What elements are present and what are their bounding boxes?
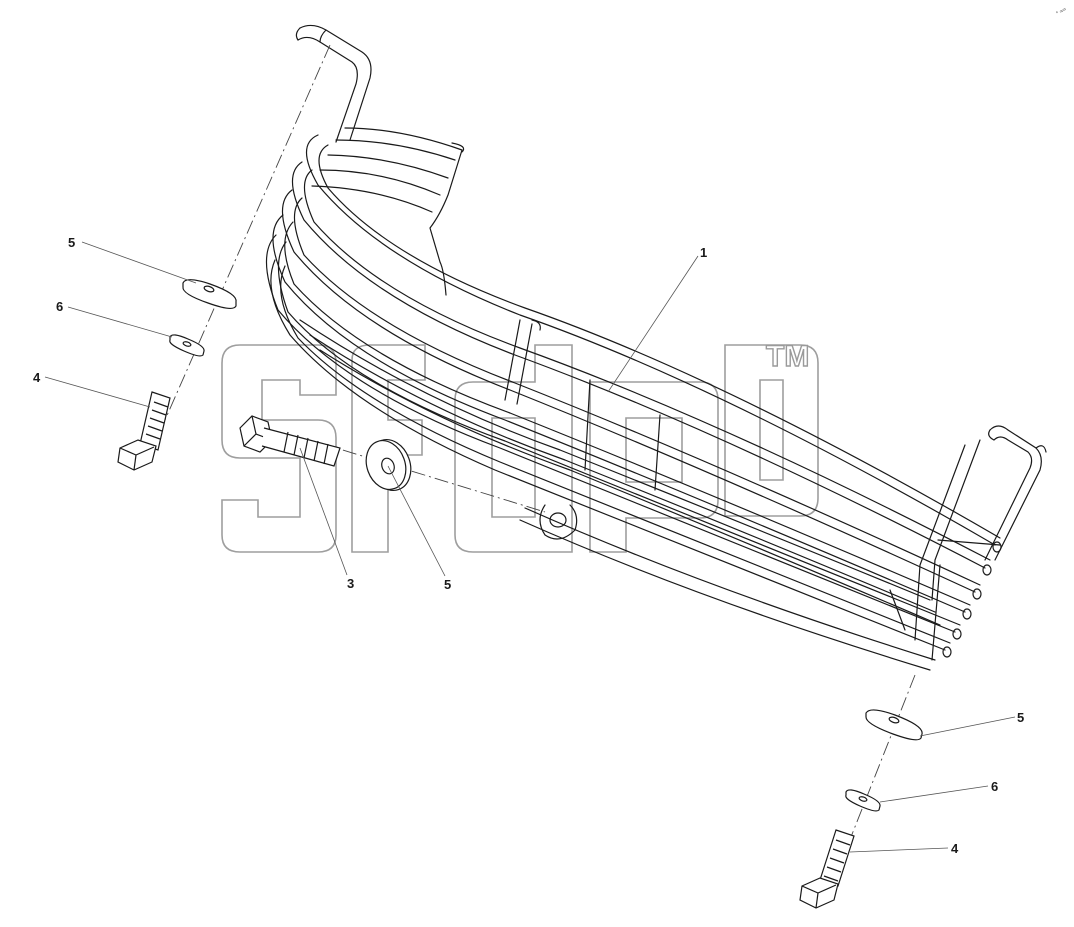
callout-6-left: 6 (56, 299, 63, 314)
bolt-3 (239, 415, 341, 467)
callout-5-left: 5 (68, 235, 75, 250)
leader-lines (44, 241, 1016, 853)
bolt-4-left (117, 391, 171, 471)
lock-washer-6-left (169, 334, 205, 357)
watermark-trademark: TM (766, 340, 809, 373)
washer-5-center (365, 439, 412, 491)
tubular-guard-assembly (265, 24, 1047, 671)
corner-mark: ° ≈≈ (1056, 7, 1069, 18)
watermark-logo (221, 344, 819, 553)
lock-washer-6-right (845, 789, 881, 812)
callout-3: 3 (347, 576, 354, 591)
washer-5-right (865, 709, 923, 741)
washer-5-left (182, 279, 237, 309)
callout-4-right: 4 (951, 841, 959, 856)
callout-4-left: 4 (33, 370, 41, 385)
callout-5-center: 5 (444, 577, 451, 592)
callout-5-right: 5 (1017, 710, 1024, 725)
bolt-4-right (799, 829, 855, 909)
callout-6-right: 6 (991, 779, 998, 794)
callout-1: 1 (700, 245, 707, 260)
